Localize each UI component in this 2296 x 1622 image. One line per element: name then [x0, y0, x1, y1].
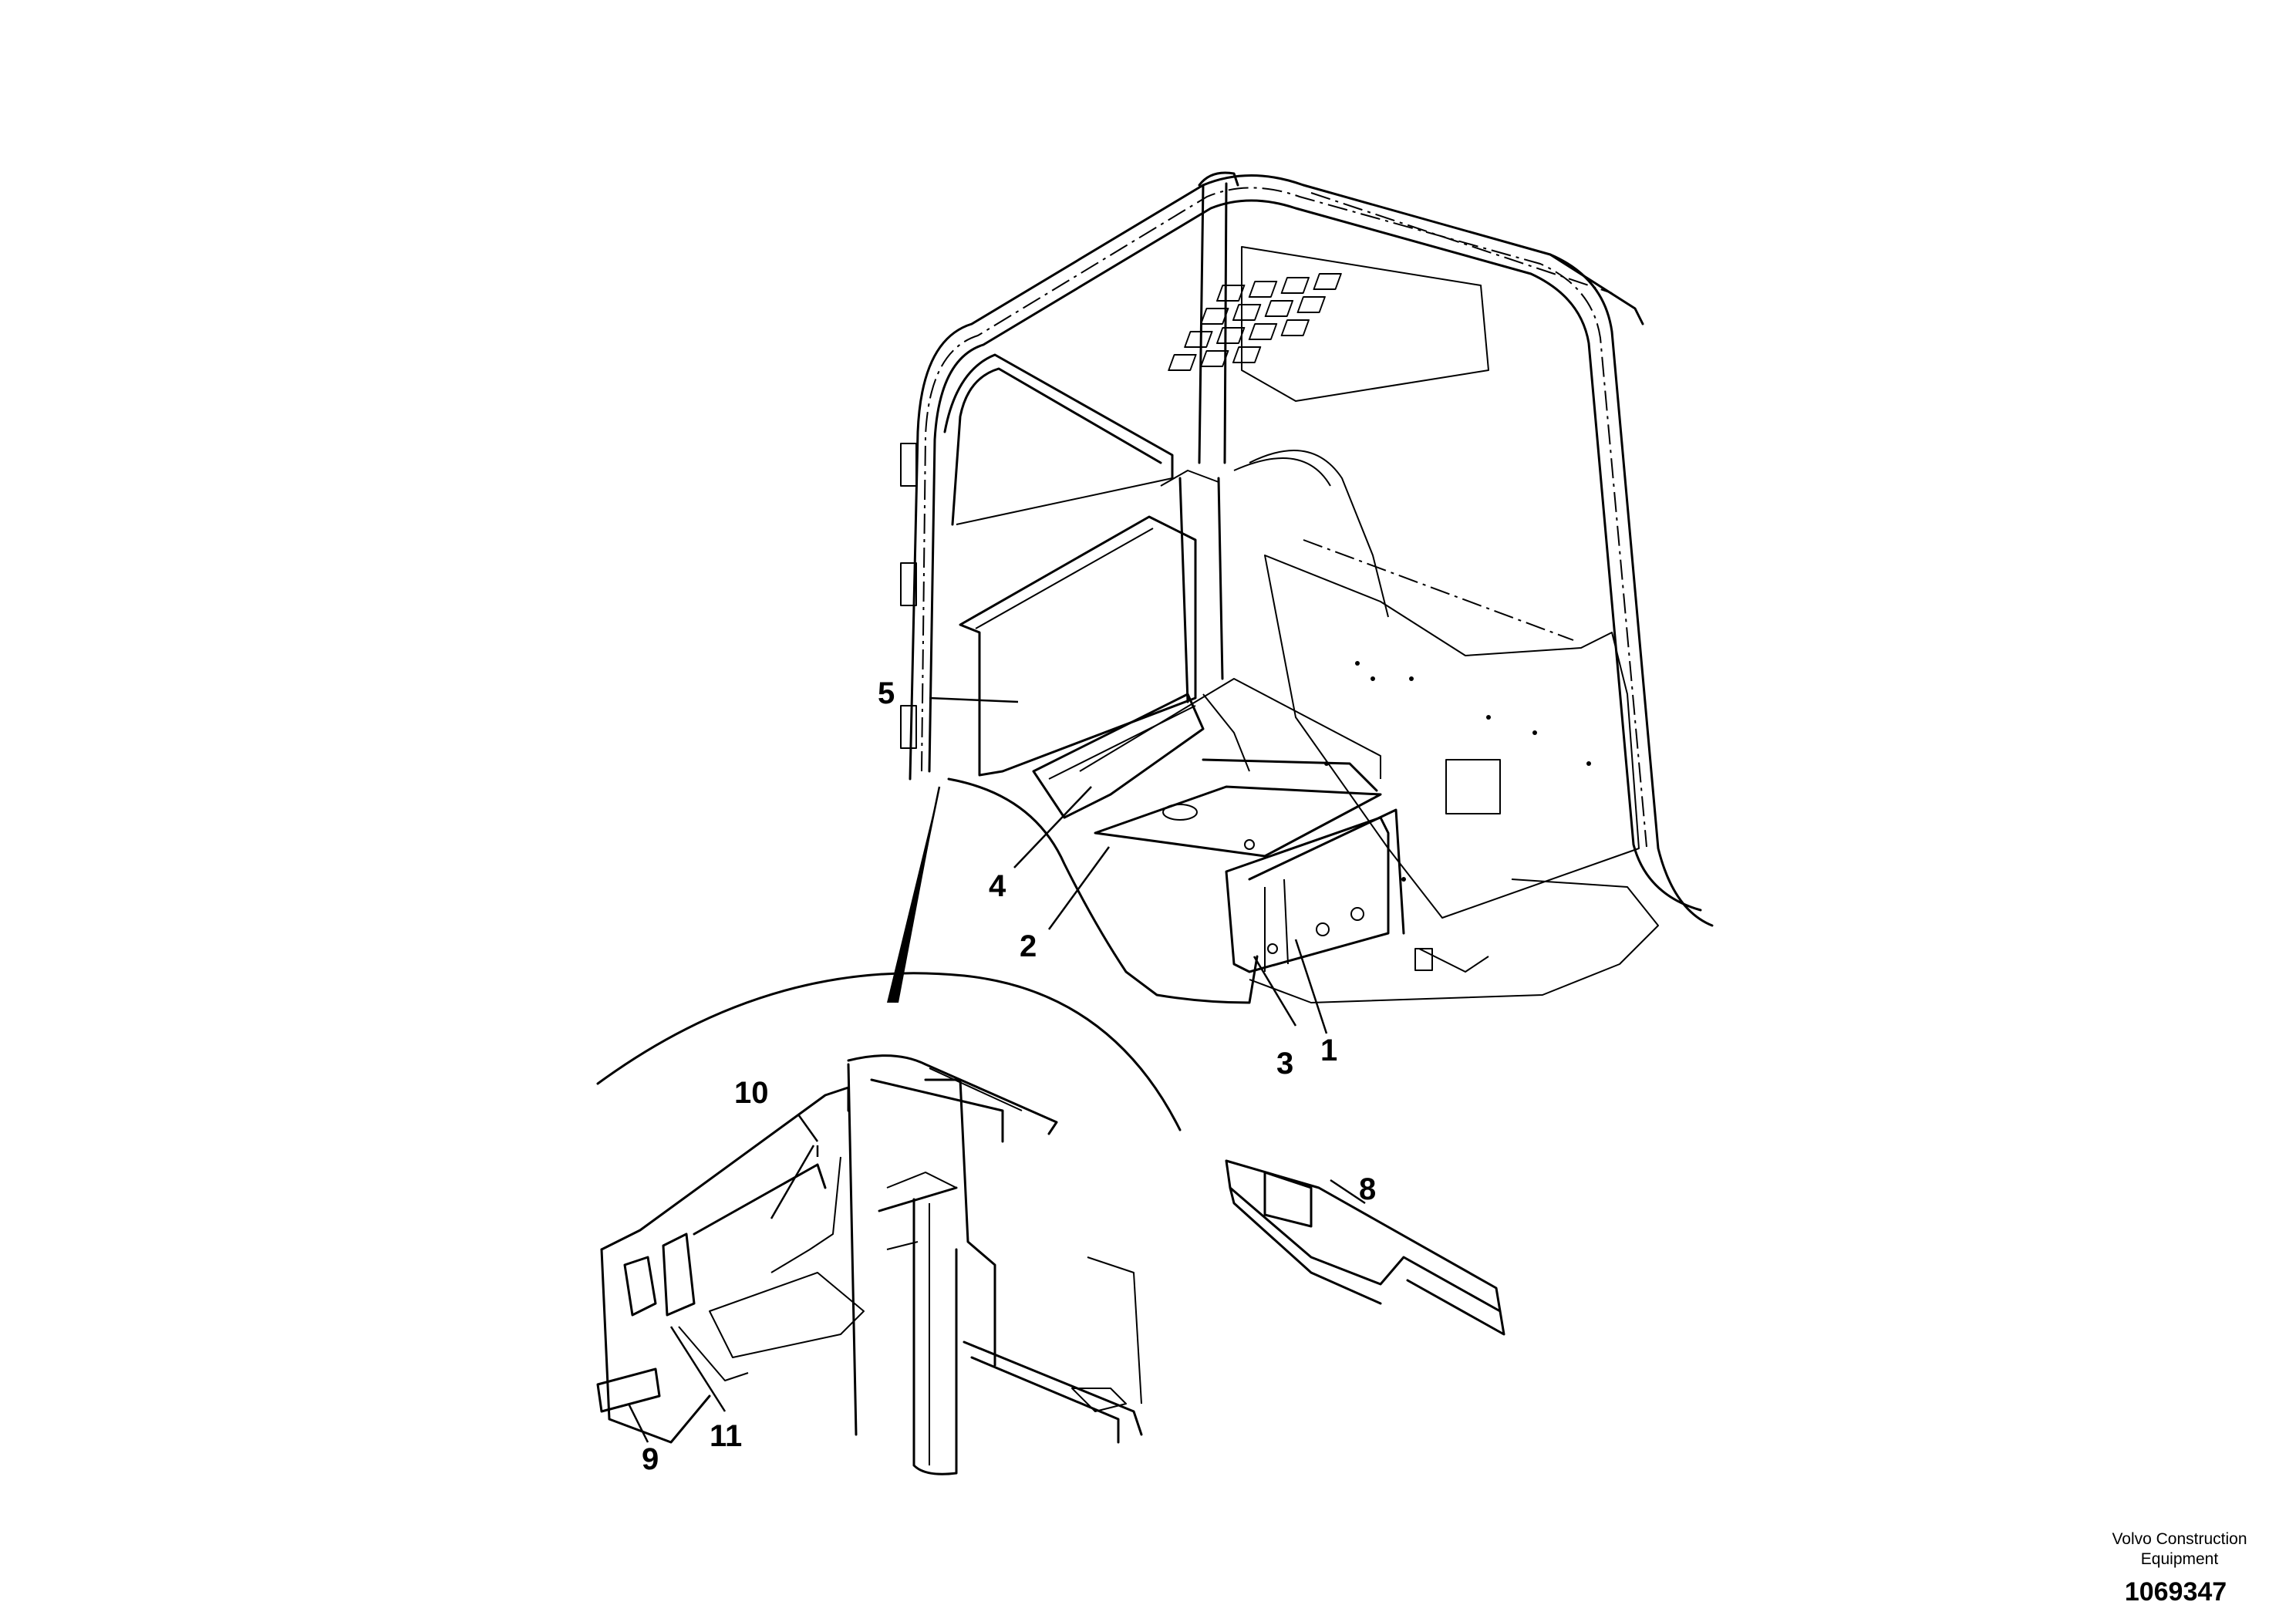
part-4-strip — [1032, 693, 1205, 819]
document-number: 1069347 — [2125, 1577, 2227, 1607]
leader-lines — [887, 696, 1328, 1034]
part-5-panel — [959, 515, 1197, 777]
company-name-line2: Equipment — [2141, 1550, 2219, 1568]
callout-10: 10 — [734, 1076, 769, 1110]
callout-4: 4 — [989, 869, 1006, 903]
part-2-plate — [1094, 785, 1382, 858]
callout-9: 9 — [642, 1442, 659, 1476]
callout-1: 1 — [1320, 1034, 1337, 1067]
detail-view — [596, 972, 1182, 1475]
roof-grille — [1168, 273, 1342, 371]
title-block: Volvo Construction Equipment 1069347 — [2112, 1530, 2247, 1607]
detail-bracket — [600, 1086, 865, 1444]
part-8-bracket — [1225, 1159, 1505, 1336]
callout-3: 3 — [1276, 1047, 1293, 1081]
callout-11: 11 — [710, 1419, 742, 1453]
company-name-line1: Volvo Construction — [2112, 1530, 2247, 1548]
callout-8: 8 — [1359, 1172, 1376, 1206]
callout-labels: 1 2 3 4 5 8 9 10 11 — [642, 676, 1376, 1476]
callout-2: 2 — [1020, 929, 1037, 963]
part-1-3-box — [1225, 808, 1405, 973]
cab-assembly — [900, 171, 1714, 1004]
callout-5: 5 — [878, 676, 895, 710]
